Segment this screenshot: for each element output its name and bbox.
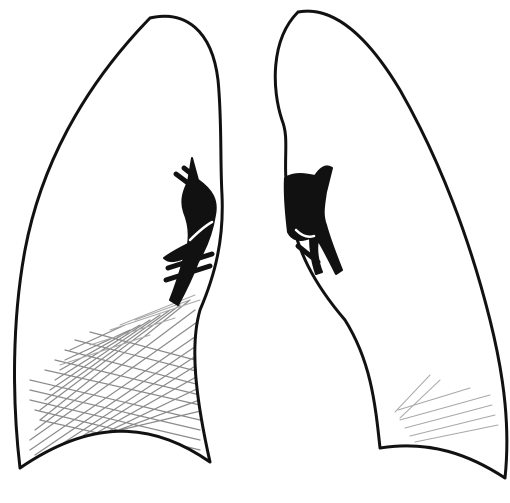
costophrenic-shading — [395, 375, 498, 442]
left-lung — [275, 11, 507, 478]
left-hilum — [285, 166, 342, 274]
right-lung — [15, 16, 223, 468]
right-hilum — [164, 158, 216, 305]
